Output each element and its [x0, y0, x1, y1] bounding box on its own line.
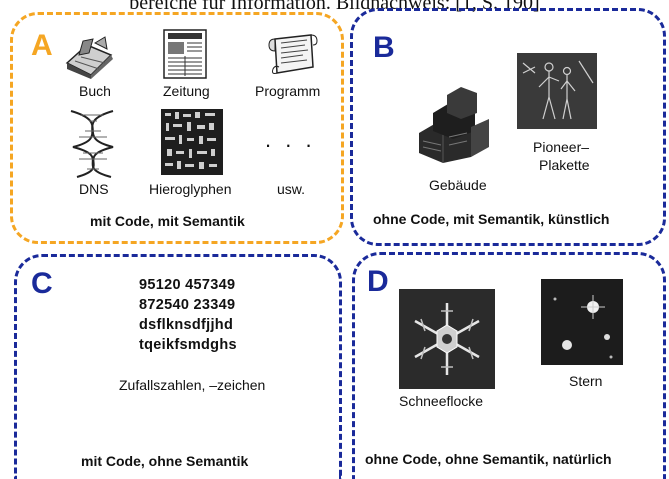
- panel-c: C 95120 457349 872540 23349 dsflknsdfjjh…: [14, 254, 342, 479]
- newspaper-icon: [163, 29, 207, 79]
- pioneer-plaque-icon: [517, 53, 597, 129]
- ellipsis: . . .: [265, 127, 316, 152]
- dna-icon: [70, 110, 114, 178]
- book-icon: [65, 36, 113, 79]
- label-schneeflocke: Schneeflocke: [399, 393, 484, 409]
- label-stern: Stern: [569, 373, 603, 389]
- snowflake-icon: [399, 289, 495, 389]
- scroll-icon: [268, 34, 318, 74]
- panel-b-footer: ohne Code, mit Semantik, künstlich: [373, 211, 610, 227]
- code-line-1: 95120 457349: [139, 277, 236, 293]
- building-icon: [413, 83, 495, 165]
- panel-a: A Buch Zeitung Programm: [10, 12, 344, 244]
- hieroglyphs-icon: [161, 109, 223, 175]
- label-zufall: Zufallszahlen, –zeichen: [119, 377, 266, 393]
- label-pioneer-2: Plakette: [539, 157, 590, 173]
- label-pioneer-1: Pioneer–: [533, 139, 590, 155]
- label-zeitung: Zeitung: [163, 83, 210, 99]
- code-line-2: 872540 23349: [139, 297, 236, 313]
- panel-d-footer: ohne Code, ohne Semantik, natürlich: [365, 451, 612, 467]
- label-usw: usw.: [277, 181, 306, 197]
- label-buch: Buch: [79, 83, 111, 99]
- panel-c-letter: C: [31, 267, 53, 300]
- code-line-3: dsflknsdfjjhd: [139, 317, 234, 333]
- panel-b-letter: B: [373, 31, 395, 64]
- panel-d-letter: D: [367, 265, 389, 298]
- label-hieroglyphen: Hieroglyphen: [149, 181, 232, 197]
- panel-a-footer: mit Code, mit Semantik: [90, 213, 245, 229]
- label-programm: Programm: [255, 83, 321, 99]
- panel-b: B Gebäude Pioneer– Plakette ohne Code,: [350, 8, 666, 246]
- star-icon: [541, 279, 623, 365]
- panel-a-letter: A: [31, 29, 53, 62]
- panel-d: D Schneeflocke Stern ohne Code, ohne Sem…: [352, 252, 666, 479]
- label-dns: DNS: [79, 181, 109, 197]
- code-line-4: tqeikfsmdghs: [139, 337, 237, 353]
- label-gebaeude: Gebäude: [429, 177, 487, 193]
- panel-c-footer: mit Code, ohne Semantik: [81, 453, 249, 469]
